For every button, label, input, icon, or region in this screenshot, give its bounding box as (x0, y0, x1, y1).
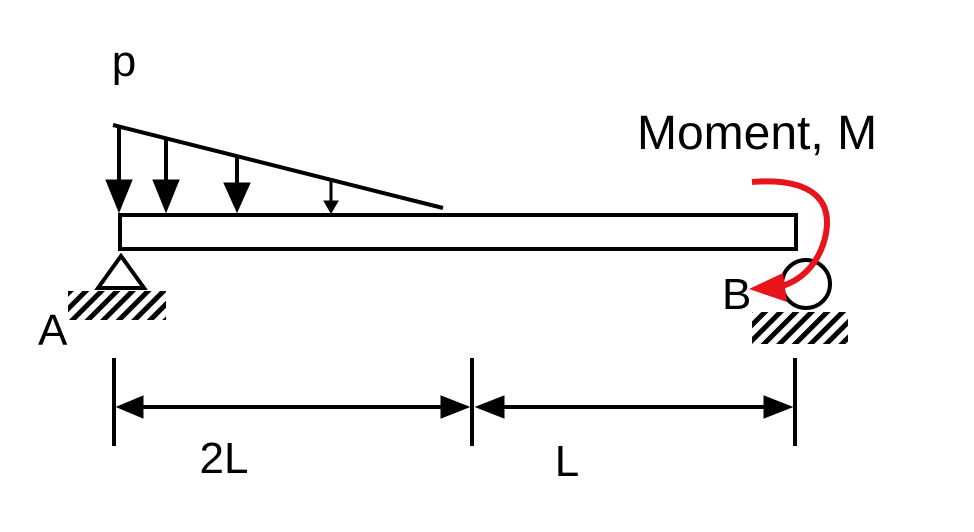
span-2l-label: 2L (200, 434, 249, 483)
ground-hatch-a (68, 291, 166, 320)
load-envelope-line (112, 123, 444, 210)
distributed-load (105, 123, 444, 214)
moment-arrow-head (749, 273, 787, 302)
pin-triangle (94, 252, 148, 290)
ground-hatch-b (752, 312, 848, 344)
load-arrow (105, 127, 133, 214)
load-arrow (223, 156, 251, 214)
load-arrow (152, 139, 180, 214)
pin-support-a (68, 252, 166, 320)
moment-label: Moment, M (637, 107, 877, 160)
support-b-label: B (722, 270, 751, 319)
support-a-label: A (38, 306, 68, 355)
roller-support-b (752, 258, 848, 344)
moment-arrow-icon (749, 178, 830, 302)
dimension-arrow-2l (115, 395, 471, 419)
load-arrow (323, 180, 339, 214)
load-intensity-label: p (112, 37, 136, 86)
dimension-arrow-l (474, 395, 794, 419)
beam (118, 213, 798, 251)
moment-arrow-curve (751, 178, 830, 290)
dimension-lines (112, 358, 797, 446)
span-l-label: L (555, 437, 579, 486)
